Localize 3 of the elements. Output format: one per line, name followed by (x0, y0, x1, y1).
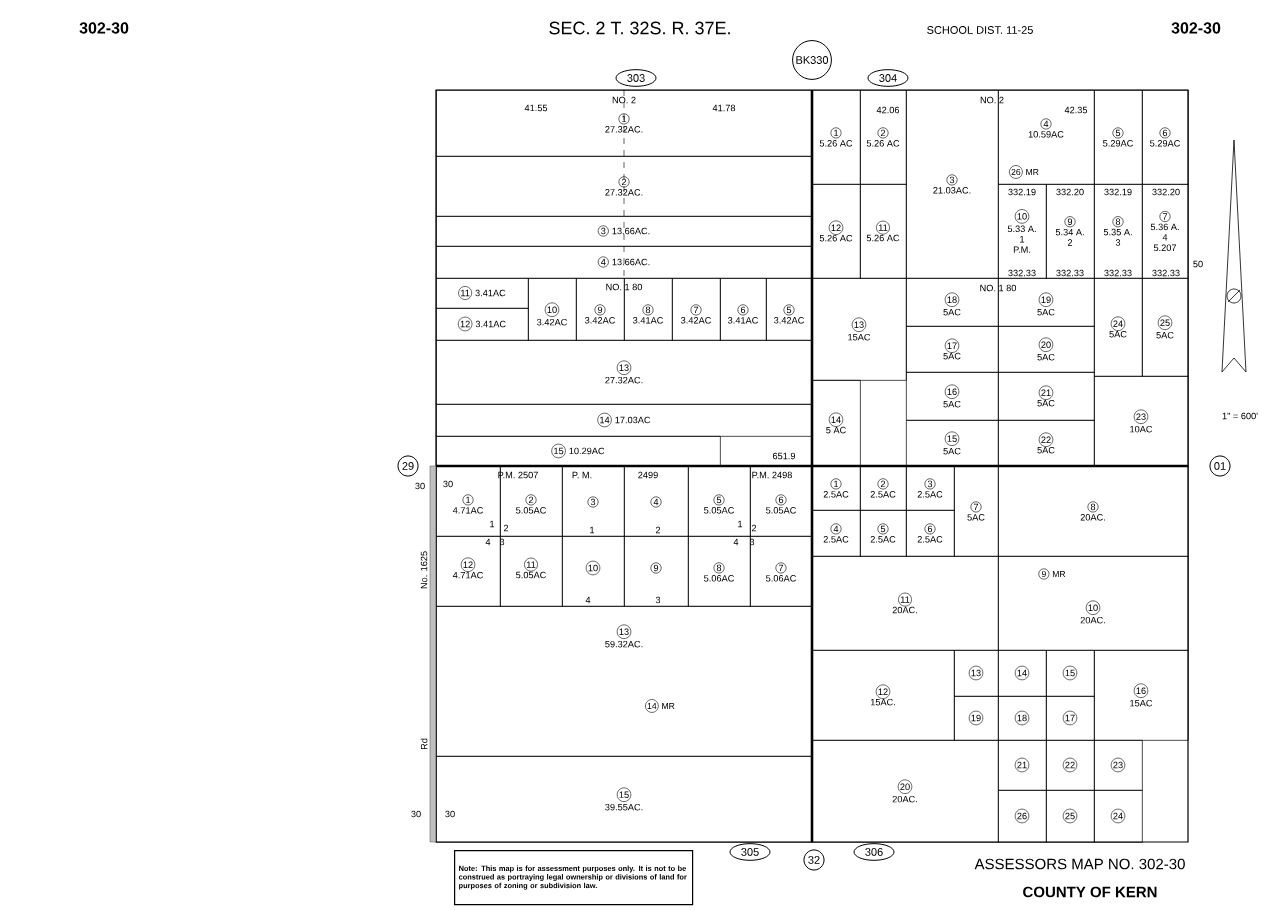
map-number: 302-30 (79, 22, 129, 34)
map-number: 302-30 (1171, 22, 1221, 34)
diagram-title: SEC. 2 T. 32S. R. 37E. (549, 21, 730, 35)
